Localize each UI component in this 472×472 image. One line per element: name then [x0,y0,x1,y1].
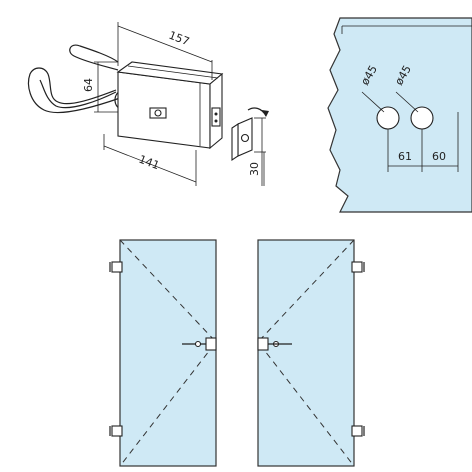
lever-handle [27,44,130,114]
offset1-label: 61 [398,150,412,163]
glass-hole-1 [376,106,400,130]
dim-157-label: 157 [167,29,191,49]
door-lock-right [257,337,292,351]
lock-body [116,61,224,150]
door-lock-left [182,337,217,351]
hinge-top-right [351,261,365,273]
strike-plate: 30 [231,107,269,186]
hinge-top-left [109,261,123,273]
right-hinged-door [257,239,365,467]
hinge-bottom-left [109,425,123,437]
dim-141-label: 141 [137,153,161,173]
lock-view: 157 141 64 30 [27,22,269,186]
dim-30-label: 30 [248,162,261,176]
left-hinged-door [109,239,217,467]
hinge-bottom-right [351,425,365,437]
glass-hole-2 [410,106,434,130]
dim-64-label: 64 [82,78,95,92]
hole-detail-view: ø45 ø45 61 60 [327,17,472,213]
dim-height-handle: 64 [82,61,118,113]
offset2-label: 60 [432,150,446,163]
